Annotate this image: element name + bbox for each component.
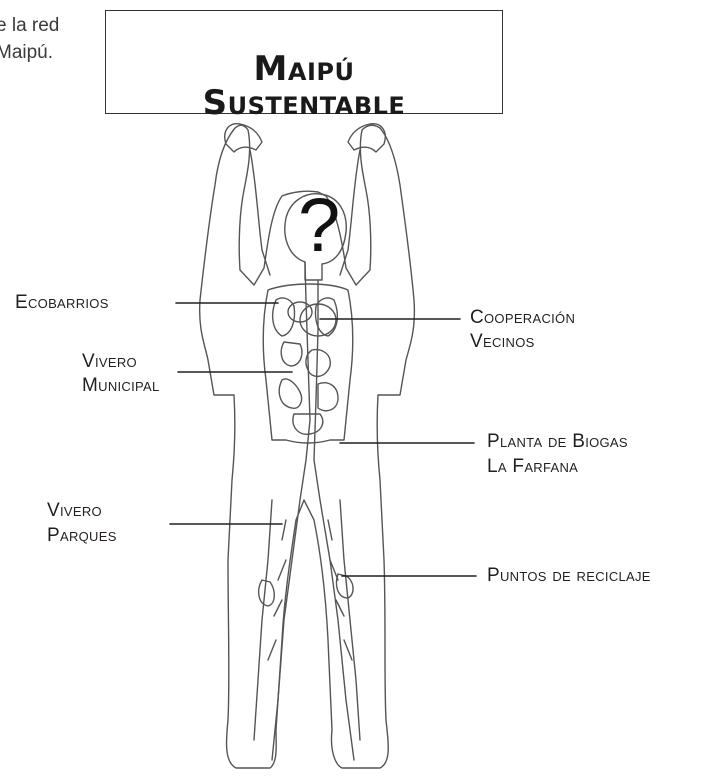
caption-line-1: e la red bbox=[0, 15, 60, 36]
sign-title-line-2: Sustentable bbox=[202, 83, 406, 123]
sign-title-line-1: Maipú bbox=[253, 49, 355, 89]
label-vivero-municipal-1: Vivero bbox=[82, 351, 137, 372]
label-ecobarrios: Ecobarrios bbox=[15, 292, 109, 313]
label-vivero-parques-2: Parques bbox=[47, 525, 117, 546]
label-cooperacion-2: Vecinos bbox=[470, 331, 535, 352]
caption-text: e la red Maipú. bbox=[0, 12, 59, 66]
label-cooperacion-1: Cooperación bbox=[470, 307, 576, 328]
body-outline bbox=[198, 124, 416, 769]
label-planta-1: Planta de Biogas bbox=[487, 431, 628, 452]
sign-board: Maipú Sustentable bbox=[105, 10, 503, 123]
label-planta-2: La Farfana bbox=[487, 456, 579, 477]
left-hand bbox=[224, 123, 263, 153]
head-outline bbox=[284, 193, 347, 281]
label-vivero-municipal-2: Municipal bbox=[82, 375, 160, 396]
label-vivero-parques-1: Vivero bbox=[47, 500, 102, 521]
right-hand bbox=[347, 123, 386, 153]
label-puntos-reciclaje: Puntos de reciclaje bbox=[487, 565, 651, 586]
question-mark: ? bbox=[298, 183, 341, 268]
caption-line-2: Maipú. bbox=[0, 42, 54, 63]
